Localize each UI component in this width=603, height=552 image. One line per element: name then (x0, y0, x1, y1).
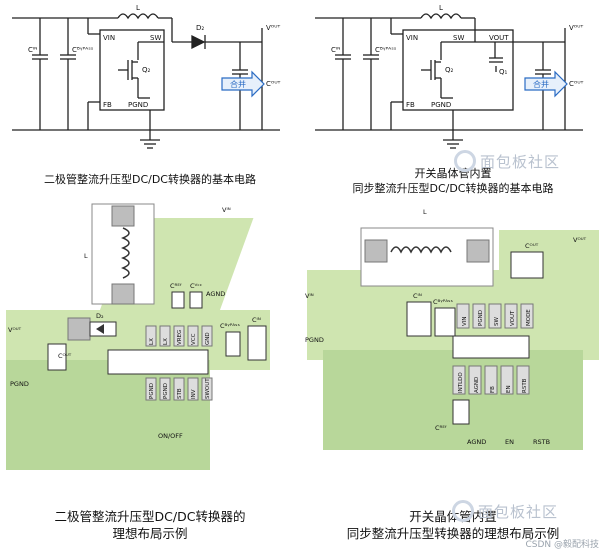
cref-label: Cᴿᴱᶠ (435, 424, 447, 432)
cout-label: Cᴼᵁᵀ (525, 242, 539, 250)
pin-label: VREG (177, 330, 183, 345)
pin-label: FB (490, 386, 496, 393)
cin-label: Cᴵᴺ (413, 292, 422, 300)
layout-sync-boost: L Vᴵᴺ Vᴼᵁᵀ Cᴼᵁᵀ PGND Cᴵᴺ Cᴮᵞᴾᴬˢˢ Cᴿᴱᶠ AG… (305, 208, 599, 450)
agnd-label: AGND (467, 438, 486, 446)
cvcc-label: Cⱽᶜᶜ (190, 282, 202, 290)
en-label: EN (505, 438, 514, 446)
inductor-label: L (423, 208, 427, 216)
schematic-sync-boost: L VIN SW VOUT FB PGND Q₂ Q₁ Cᴵᴺ Cᴮᵞᴾᴬˢˢ … (315, 4, 584, 149)
layout-diode-boost: L Vᴵᴺ Vᴼᵁᵀ D₂ Cᴼᵁᵀ PGND Cᴿᴱᶠ Cⱽᶜᶜ AGND C… (6, 203, 270, 470)
vin-pin-label: VIN (406, 34, 418, 42)
onoff-label: ON/OFF (158, 432, 183, 440)
pin-label: PGND (478, 310, 484, 326)
pin-label: MODE (526, 309, 532, 326)
pin-label: AGND (474, 377, 480, 393)
cin-label: Cᴵᴺ (252, 316, 261, 324)
cref-label: Cᴿᴱᶠ (170, 282, 182, 290)
cbypass-label: Cᴮᵞᴾᴬˢˢ (433, 298, 453, 306)
merge-label: 合并 (230, 79, 246, 89)
pin-label: INV (191, 389, 197, 399)
cbypass-label: Cᴮᵞᴾᴬˢˢ (220, 322, 240, 330)
sw-pin-label: SW (453, 34, 464, 42)
pin-label: VCC (191, 333, 197, 345)
pin-label: LX (163, 338, 169, 345)
schematic-diode-boost: L VIN SW FB PGND Q₂ D₂ Cᴵᴺ Cᴮᵞᴾᴬˢˢ Vᴼᵁᵀ … (12, 4, 281, 149)
watermark-logo-icon (452, 500, 474, 522)
pin-label: SWOUT (205, 378, 211, 399)
cin-label: Cᴵᴺ (331, 46, 341, 54)
pin-label: VOUT (510, 310, 516, 326)
watermark: 面包板社区 (454, 150, 560, 172)
inductor-label: L (439, 4, 443, 12)
d2-label: D₂ (96, 312, 104, 320)
caption-diode-schematic: 二极管整流升压型DC/DC转换器的基本电路 (43, 173, 256, 186)
watermark-logo-icon (454, 150, 476, 172)
merge-label: 合并 (533, 79, 549, 89)
pin-label: PGND (149, 383, 155, 399)
inductor-label: L (84, 252, 88, 260)
pin-label: STB (177, 388, 183, 399)
pin-label: EN (506, 385, 512, 393)
vin-pin-label: VIN (103, 34, 115, 42)
pin-label: VIN (462, 317, 468, 327)
vout-label: Vᴼᵁᵀ (8, 326, 22, 334)
cbypass-label: Cᴮᵞᴾᴬˢˢ (72, 46, 94, 54)
q1-label: Q₁ (499, 68, 508, 76)
q2-label: Q₂ (142, 66, 151, 74)
pgnd-label: PGND (305, 336, 324, 344)
caption-diode-layout: 二极管整流升压型DC/DC转换器的 理想布局示例 (54, 509, 246, 541)
cout-label: Cᴼᵁᵀ (58, 352, 72, 360)
cin-label: Cᴵᴺ (28, 46, 38, 54)
inductor-label: L (136, 4, 140, 12)
cout-label: Cᴼᵁᵀ (569, 80, 584, 88)
d2-label: D₂ (196, 24, 204, 32)
sw-pin-label: SW (150, 34, 161, 42)
pgnd-pin-label: PGND (431, 101, 451, 109)
pin-label: RSTB (522, 378, 528, 393)
fb-pin-label: FB (406, 101, 415, 109)
caption-sync-schematic: 开关晶体管内置 同步整流升压型DC/DC转换器的基本电路 (352, 167, 554, 195)
vout-label: Vᴼᵁᵀ (266, 24, 280, 32)
pgnd-pin-label: PGND (128, 101, 148, 109)
q2-label: Q₂ (445, 66, 454, 74)
fb-pin-label: FB (103, 101, 112, 109)
cbypass-label: Cᴮᵞᴾᴬˢˢ (375, 46, 397, 54)
pin-label: INTLDO (458, 372, 464, 393)
vin-label: Vᴵᴺ (222, 206, 231, 214)
pin-label: PGND (163, 383, 169, 399)
vin-label: Vᴵᴺ (305, 292, 314, 300)
vout-label: Vᴼᵁᵀ (573, 236, 587, 244)
agnd-label: AGND (206, 290, 225, 298)
pin-label: GND (205, 332, 211, 345)
vout-pin-label: VOUT (489, 34, 509, 42)
cout-label: Cᴼᵁᵀ (266, 80, 281, 88)
vout-label: Vᴼᵁᵀ (569, 24, 583, 32)
rstb-label: RSTB (533, 438, 550, 446)
pin-label: LX (149, 338, 155, 345)
pgnd-label: PGND (10, 380, 29, 388)
credit-text: CSDN @毅配科技 (525, 540, 599, 550)
pin-label: SW (494, 317, 500, 326)
watermark: 面包板社区 (452, 500, 558, 522)
